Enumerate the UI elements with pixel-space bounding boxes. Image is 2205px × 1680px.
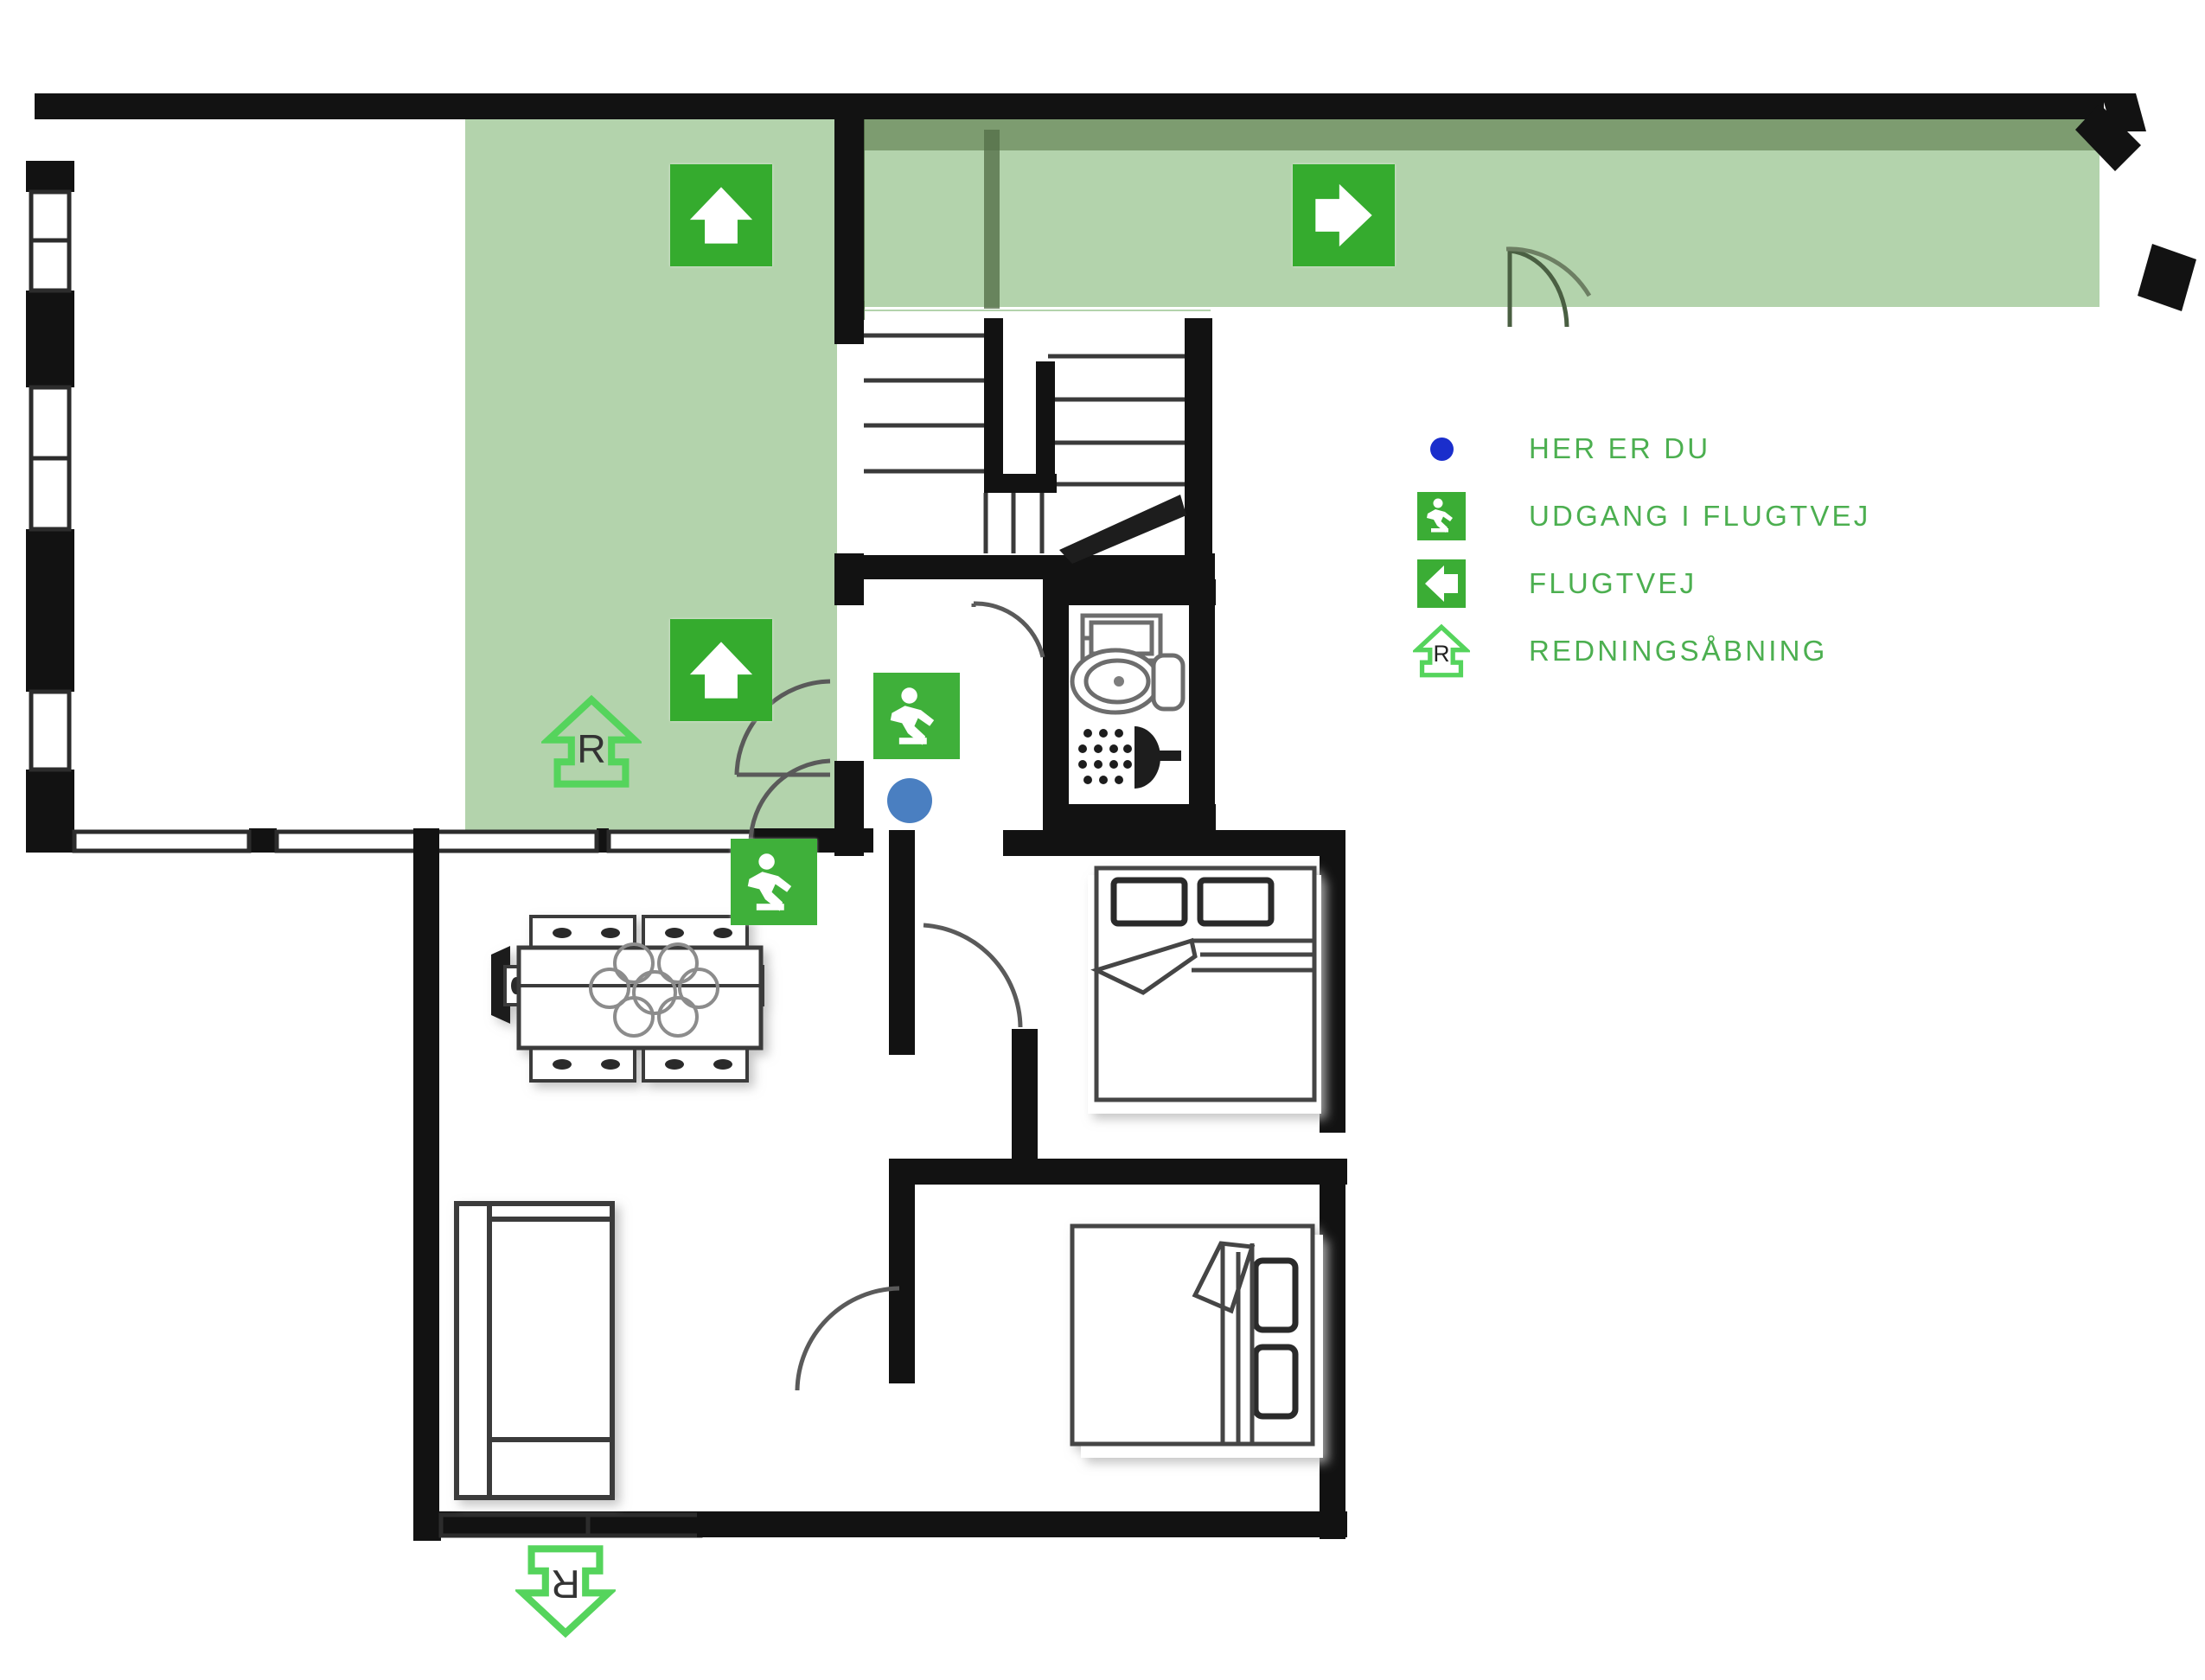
arrow-right-icon: [1315, 183, 1372, 247]
legend-item-rescue-opening: R REDNINGSÅBNING: [1409, 617, 2119, 685]
escape-sign-exit-dining-door[interactable]: [731, 839, 817, 925]
rescue-opening-icon: R: [1409, 619, 1473, 683]
staircase: [864, 318, 1186, 564]
svg-text:R: R: [1433, 641, 1449, 667]
legend-label-you-are-here: HER ER DU: [1529, 432, 1711, 464]
sofa: [454, 1201, 615, 1500]
rescue-opening-icon: R: [539, 694, 644, 788]
dining-table-set: [491, 915, 764, 1083]
blue-dot-icon: [1409, 417, 1473, 481]
escape-sign-exit-apartment-door[interactable]: [873, 673, 960, 759]
svg-text:R: R: [551, 1562, 580, 1607]
arrow-up-icon: [689, 187, 753, 244]
running-man-exit-icon: [890, 687, 935, 745]
walls: [26, 93, 2196, 1541]
legend-item-you-are-here: HER ER DU: [1409, 415, 2119, 482]
arrow-up-icon: [689, 642, 753, 699]
legend: HER ER DU UDGANG I FLUGTVEJ: [1409, 415, 2119, 685]
escape-sign-arrow-up-north[interactable]: [670, 164, 772, 266]
toilet-icon: [1070, 648, 1186, 715]
bathroom-fixtures: [1070, 613, 1186, 789]
legend-item-escape-route: FLUGTVEJ: [1409, 550, 2119, 617]
shower-icon: [1078, 726, 1181, 789]
escape-sign-arrow-up-south[interactable]: [670, 619, 772, 721]
legend-label-rescue-opening: REDNINGSÅBNING: [1529, 635, 1828, 667]
legend-item-exit-in-escape-route: UDGANG I FLUGTVEJ: [1409, 482, 2119, 550]
rescue-opening-icon: R: [513, 1545, 618, 1638]
you-are-here-marker: [887, 778, 932, 823]
rescue-opening-glyph: R: [1413, 623, 1470, 678]
bed-north: [1088, 866, 1321, 1114]
running-man-glyph: [1427, 498, 1453, 533]
legend-label-escape-route: FLUGTVEJ: [1529, 567, 1697, 599]
bed-south: [1070, 1223, 1323, 1458]
left-arrow-glyph: [1425, 565, 1458, 602]
running-man-exit-icon: [747, 853, 792, 911]
legend-label-exit-in-escape-route: UDGANG I FLUGTVEJ: [1529, 500, 1871, 532]
running-man-exit-icon: [1409, 484, 1473, 548]
rescue-opening-south-window[interactable]: R: [513, 1541, 618, 1641]
escape-sign-arrow-right[interactable]: [1293, 164, 1395, 266]
svg-text:R: R: [577, 726, 606, 771]
left-arrow-icon: [1409, 552, 1473, 616]
rescue-opening-living-window[interactable]: R: [539, 692, 644, 792]
